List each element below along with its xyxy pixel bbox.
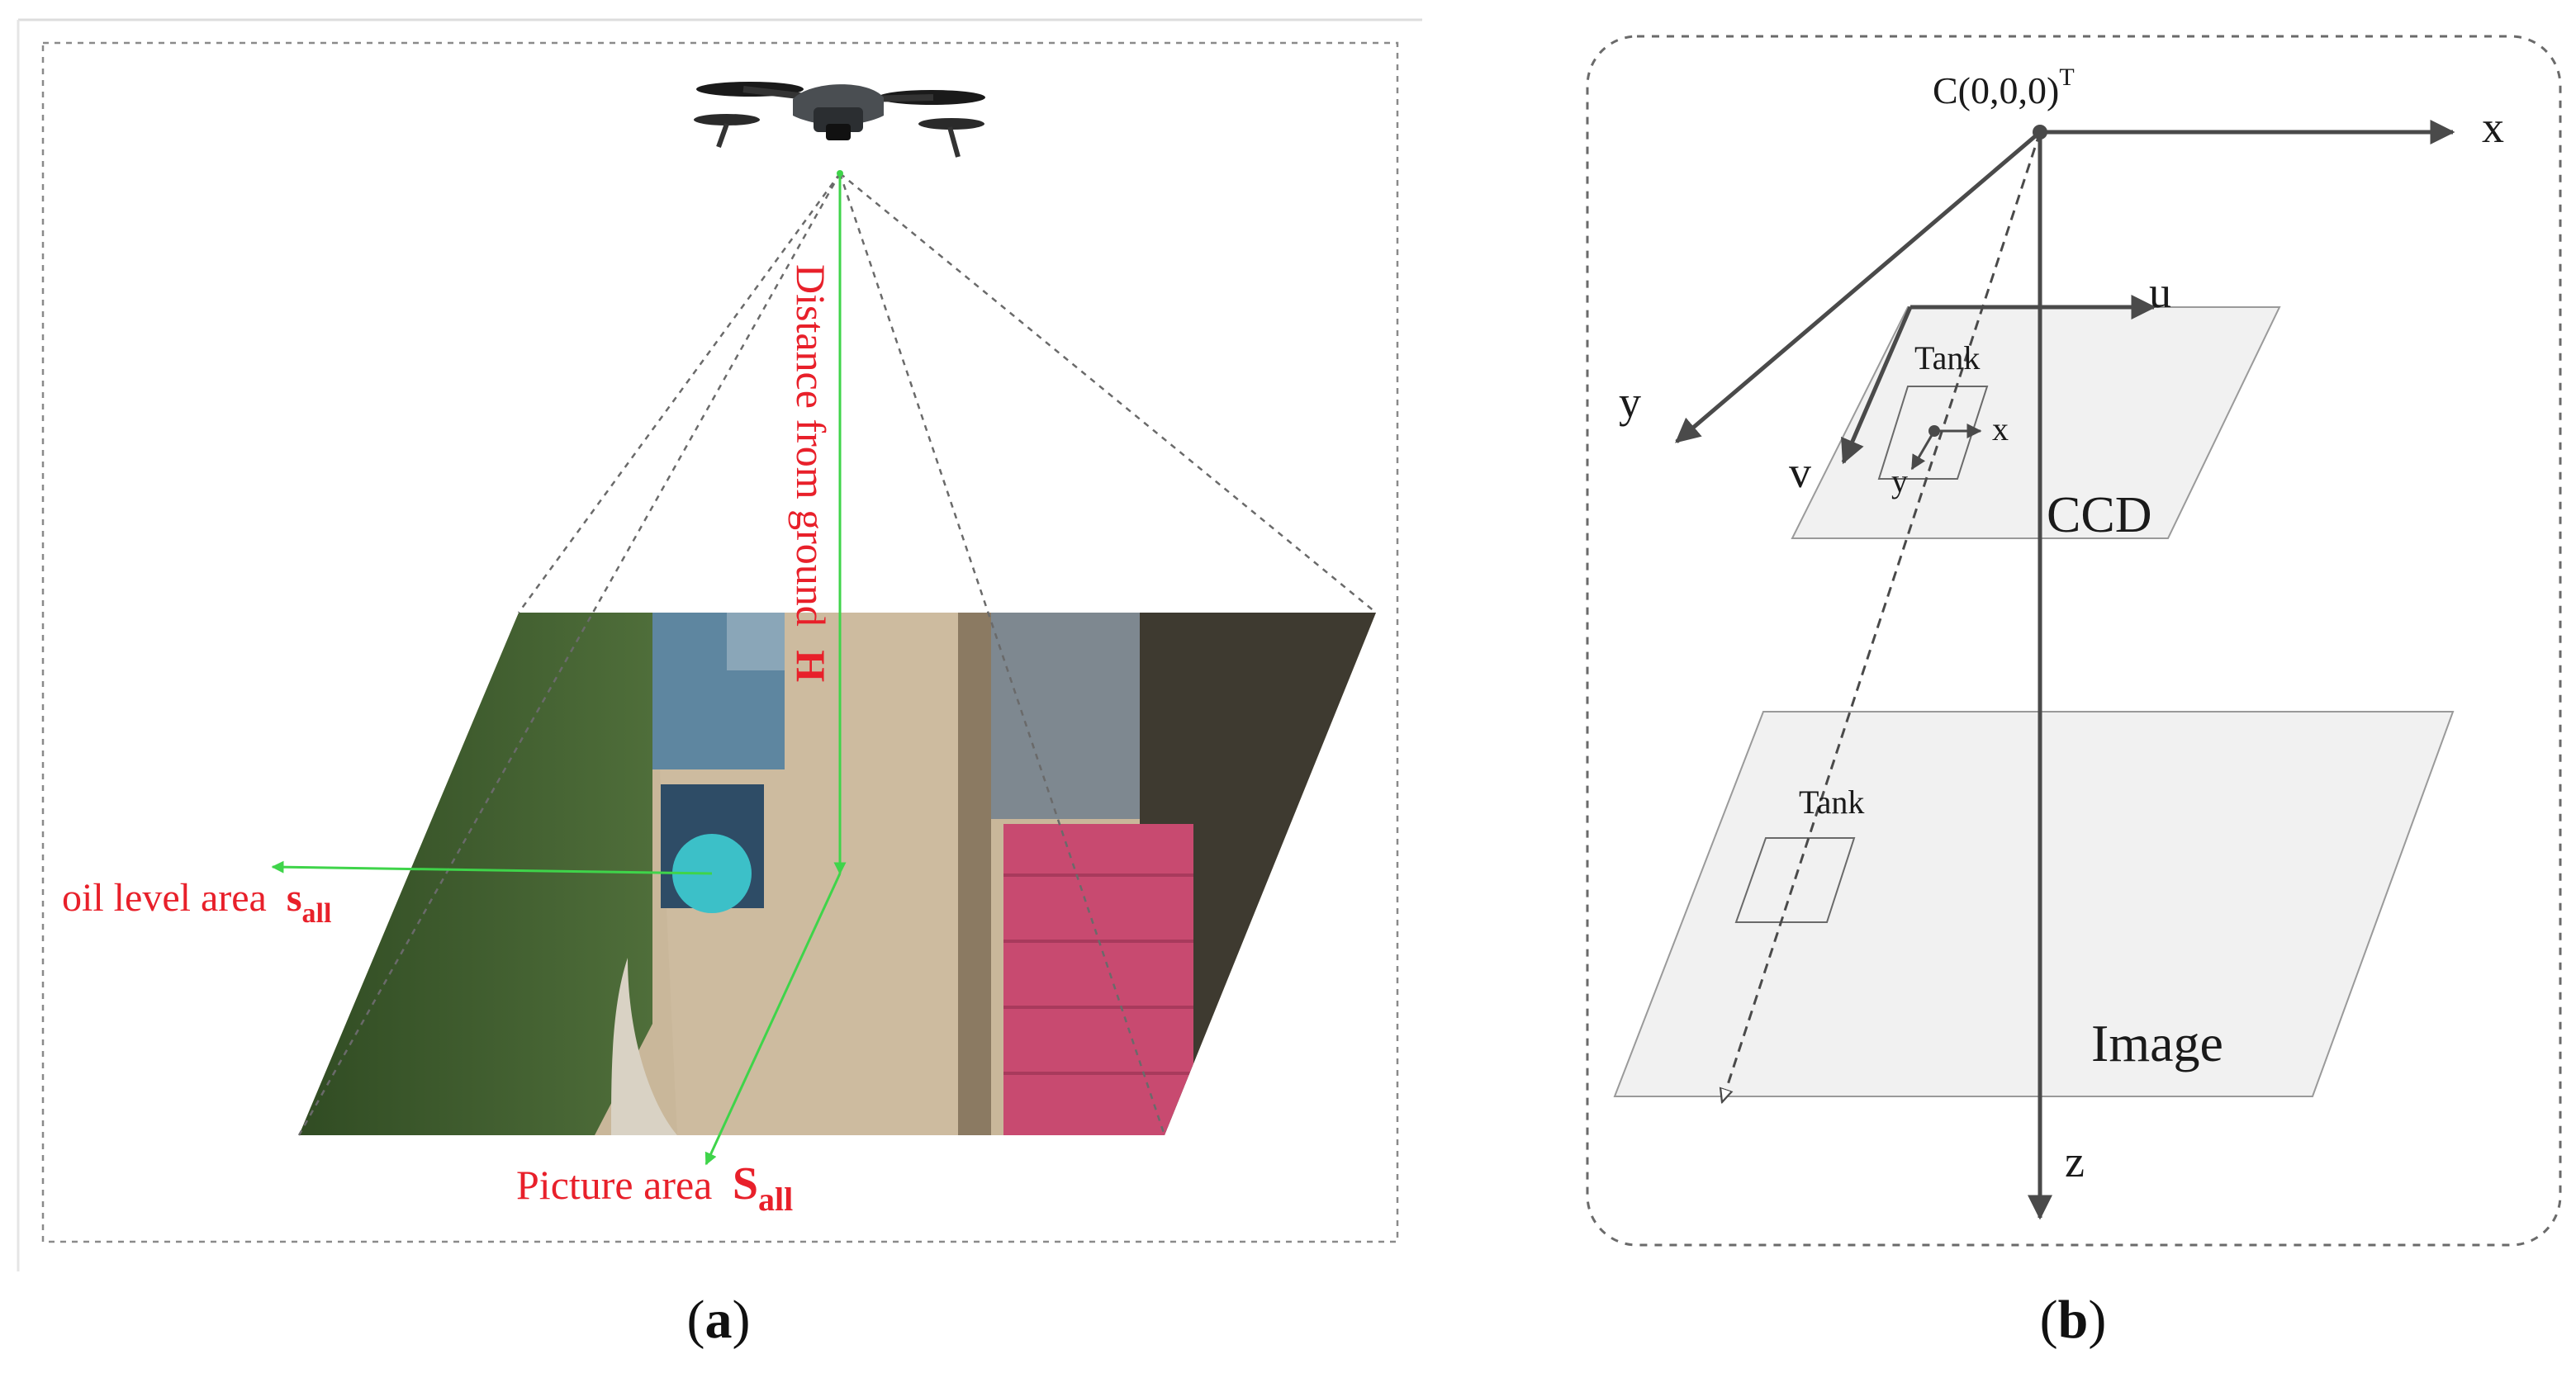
caption-b: (b) [2040, 1290, 2107, 1350]
u-axis-label: u [2149, 267, 2171, 317]
green-guides [271, 175, 847, 1166]
caption-a: (a) [687, 1290, 751, 1350]
origin-point [2033, 125, 2047, 140]
drone-icon [694, 82, 985, 177]
tank-label-image: Tank [1799, 784, 1864, 821]
panel-b-frame [1586, 35, 2562, 1247]
v-axis [1841, 306, 1913, 465]
panel-a-frame [41, 41, 1399, 1243]
x-axis-label: x [2482, 102, 2504, 152]
y-axis [1675, 130, 2042, 443]
oil-level-area-label: oil level area sall [62, 876, 331, 929]
origin-label: C(0,0,0)T [1933, 64, 2075, 111]
tank-x-label: x [1992, 410, 2009, 447]
v-axis-label: v [1789, 447, 1811, 497]
y-axis-label: y [1619, 377, 1641, 427]
panel-b: C(0,0,0)T x y z u v Tank x y CCD Tank Im… [1586, 35, 2562, 1350]
view-frustum [297, 173, 1377, 1136]
z-axis-label: z [2065, 1137, 2085, 1186]
aerial-photo [299, 613, 1376, 1135]
tank-label-ccd: Tank [1914, 339, 1980, 376]
oil-area-arrow [271, 860, 713, 875]
image-label: Image [2091, 1014, 2223, 1072]
tank-box-image [1734, 837, 1856, 923]
panel-a: Distance from ground H oil level area sa… [17, 18, 1422, 1350]
picture-area-arrow [704, 873, 842, 1166]
ccd-label: CCD [2047, 487, 2151, 543]
image-plane [1613, 711, 2455, 1097]
ccd-plane [1791, 306, 2281, 539]
tank-y-axis [1910, 430, 1936, 471]
distance-from-ground-label: Distance from ground H [788, 264, 834, 682]
picture-area-label: Picture area Sall [516, 1158, 793, 1218]
tank-y-label: y [1891, 462, 1908, 499]
projection-ray [1722, 131, 2042, 1102]
tank-box-ccd [1877, 386, 1989, 480]
